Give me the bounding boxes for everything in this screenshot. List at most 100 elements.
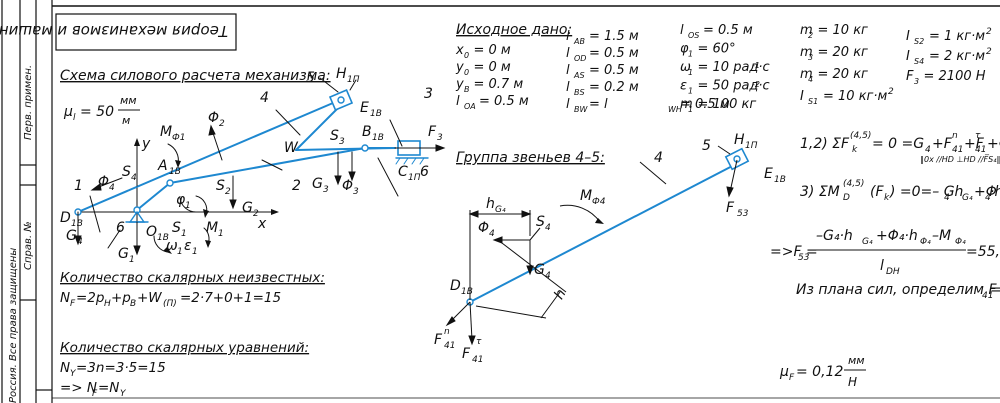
svg-text:E: E [764, 166, 773, 182]
given-col2-sub: AB [573, 37, 585, 46]
given-col3-sub: 1 [688, 68, 693, 77]
svg-text:4: 4 [985, 193, 991, 203]
given-col2-sub: AS [573, 71, 585, 80]
svg-text:1П: 1П [347, 75, 360, 85]
given-sq: 2 [986, 27, 992, 37]
svg-text:= 0 =G: = 0 =G [872, 136, 924, 152]
svg-text:G₄: G₄ [495, 205, 506, 215]
svg-text:+F: +F [932, 136, 953, 152]
svg-text:DH: DH [886, 267, 900, 277]
given-col5-val: = 2100 Н [924, 69, 986, 84]
given-col3-val: = 0.5 м [703, 23, 753, 38]
given-col4-sym: I [800, 89, 804, 104]
given-col5-sub: S2 [914, 37, 924, 46]
svg-text:–G₄·h: –G₄·h [816, 228, 853, 244]
svg-text:1В: 1В [372, 133, 384, 143]
svg-text:4: 4 [131, 173, 137, 183]
given-col2-val: = l [589, 97, 608, 112]
svg-text:H: H [734, 132, 745, 148]
svg-text:1: 1 [181, 229, 187, 239]
link-2 [169, 147, 366, 184]
svg-text:) =0=– G: ) =0=– G [889, 184, 955, 200]
given-col1-sub: B [464, 85, 470, 94]
given-col4-val: = 10 кг [818, 23, 869, 38]
svg-text:6: 6 [116, 220, 125, 236]
svg-text:4: 4 [109, 183, 115, 193]
svg-text:φ: φ [176, 192, 186, 208]
link-1 [136, 182, 171, 211]
svg-text:N: N [60, 360, 70, 376]
title-box: Теория механизмов и машин [0, 13, 237, 51]
svg-text:ε: ε [184, 238, 192, 254]
svg-text:5: 5 [702, 138, 711, 154]
svg-text:Y: Y [70, 369, 77, 379]
given-col5-sub: 3 [914, 77, 919, 86]
svg-text:y: y [141, 136, 151, 152]
given-col5-sym: I [906, 49, 910, 64]
svg-text:(4,5): (4,5) [843, 179, 864, 189]
given-col2-tail-sub: WH [668, 105, 682, 114]
given-col2-sub: BW [574, 105, 588, 114]
svg-text:E: E [360, 100, 369, 116]
svg-text:l: l [73, 113, 76, 123]
svg-text:G₄: G₄ [962, 193, 973, 203]
given-col2-sub: BS [574, 88, 585, 97]
given-col2-tail: = 0.5 м [680, 97, 730, 112]
link-4 [77, 99, 341, 213]
svg-text:x: x [257, 216, 267, 232]
svg-text:Φ₄: Φ₄ [955, 237, 966, 247]
svg-text:B: B [130, 299, 136, 309]
svg-text:(П): (П) [163, 299, 177, 309]
svg-text:1В: 1В [169, 167, 181, 177]
svg-text:1В: 1В [71, 219, 83, 229]
svg-text:F: F [462, 346, 471, 362]
given-col3-sub: 1 [688, 105, 693, 114]
given-col5-sub: S4 [914, 57, 924, 66]
svg-text:1В: 1В [157, 233, 169, 243]
svg-text:C: C [398, 164, 408, 180]
svg-text:ω: ω [166, 238, 178, 254]
svg-text:1,2) ΣF: 1,2) ΣF [800, 136, 850, 152]
svg-text:4: 4 [545, 223, 551, 233]
svg-text:M: M [580, 188, 592, 204]
given-col4-val: = 20 кг [818, 45, 869, 60]
given-col3-sym: m [680, 97, 693, 112]
svg-text:4: 4 [77, 237, 83, 247]
given-col1-val: = 0.5 м [479, 94, 529, 109]
svg-text:H: H [104, 299, 111, 309]
svg-text:k: k [884, 193, 890, 203]
svg-text:=3n=3·5=15: =3n=3·5=15 [76, 360, 166, 376]
svg-text:M: M [206, 220, 218, 236]
given-col3-sub: 1 [688, 50, 693, 59]
svg-text:1: 1 [129, 255, 135, 265]
given-col1-val: = 0 м [474, 60, 511, 75]
svg-text:Φ₄: Φ₄ [920, 237, 931, 247]
given-col2-sym: l [566, 97, 570, 112]
svg-text:2: 2 [292, 178, 301, 194]
svg-text:=2p: =2p [76, 290, 104, 306]
svg-text:(F: (F [870, 184, 884, 200]
group-diagram [445, 145, 750, 346]
given-col3-sub: 1 [688, 87, 693, 96]
given-col5-sym: I [906, 29, 910, 44]
svg-text:μ: μ [779, 364, 789, 380]
svg-text:S: S [216, 178, 225, 194]
svg-text:3: 3 [339, 137, 345, 147]
svg-text:μ: μ [63, 104, 73, 120]
svg-text:Из плана сил, определим F: Из плана сил, определим F [796, 282, 997, 298]
svg-text:6: 6 [420, 164, 429, 180]
svg-text:3) ΣM: 3) ΣM [800, 184, 840, 200]
svg-text:5: 5 [306, 70, 315, 86]
svg-text:4: 4 [925, 145, 931, 155]
svg-text:G: G [534, 262, 545, 278]
svg-text:G: G [242, 200, 253, 216]
stamp-frame [1, 0, 53, 403]
given-col3-sym: ω [680, 60, 691, 75]
given-col4-sub: 2 [808, 31, 813, 40]
given-col4-sub: S1 [808, 97, 818, 106]
svg-text:+W: +W [137, 290, 162, 306]
